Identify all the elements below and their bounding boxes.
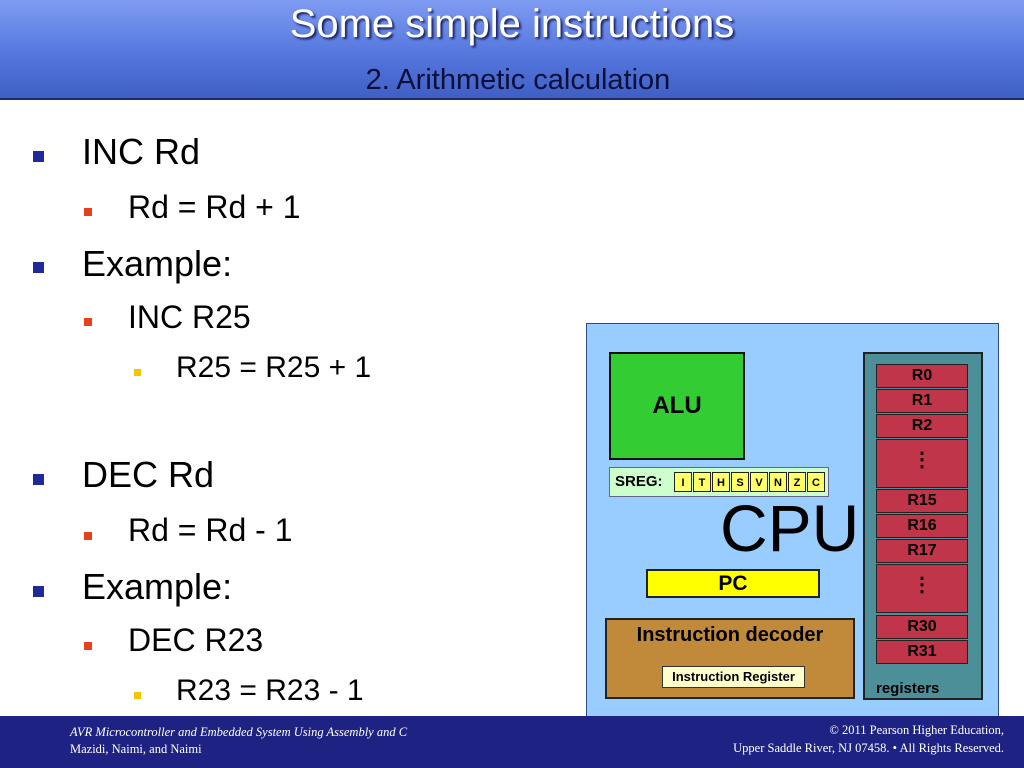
bullet-square-icon	[84, 208, 92, 216]
bullet-square-icon	[134, 692, 141, 699]
register-ellipsis-2: ⋮	[876, 564, 968, 613]
instruction-decoder-label: Instruction decoder	[636, 624, 824, 646]
footer-address: Upper Saddle River, NJ 07458. • All Righ…	[733, 741, 1004, 755]
bullet-example-2: Example:	[82, 566, 233, 607]
bullet-square-icon	[33, 586, 44, 597]
bullet-inc-r25: INC R25	[128, 299, 251, 335]
footer-right: © 2011 Pearson Higher Education, Upper S…	[733, 721, 1004, 757]
bullet-dec-rd: DEC Rd	[82, 454, 215, 495]
register-ellipsis-1: ⋮	[876, 439, 968, 488]
register-r15: R15	[876, 489, 968, 513]
sreg-flag-t: T	[693, 472, 711, 492]
footer-authors: Mazidi, Naimi, and Naimi	[70, 742, 202, 756]
slide-footer	[0, 716, 1024, 768]
bullet-inc-formula: Rd = Rd + 1	[128, 189, 301, 225]
bullet-square-icon	[84, 532, 92, 540]
bullet-square-icon	[84, 642, 92, 650]
bullet-dec-formula: Rd = Rd - 1	[128, 512, 293, 548]
bullet-square-icon	[134, 369, 141, 376]
alu-block: ALU	[609, 352, 745, 460]
register-r30: R30	[876, 615, 968, 639]
register-r1: R1	[876, 389, 968, 413]
bullet-example-1: Example:	[82, 243, 233, 284]
register-r31: R31	[876, 640, 968, 664]
footer-book-title: AVR Microcontroller and Embedded System …	[70, 725, 408, 739]
bullet-inc-r25-formula: R25 = R25 + 1	[176, 351, 372, 384]
sreg-flag-v: V	[750, 472, 768, 492]
bullet-inc-rd: INC Rd	[82, 131, 201, 172]
cpu-label: CPU	[720, 491, 860, 565]
slide-header	[0, 0, 1024, 100]
registers-label: registers	[876, 680, 940, 697]
register-r2: R2	[876, 414, 968, 438]
register-r17: R17	[876, 539, 968, 563]
sreg-flag-c: C	[807, 472, 825, 492]
pc-register: PC	[646, 569, 820, 598]
register-r16: R16	[876, 514, 968, 538]
instruction-register: Instruction Register	[662, 666, 805, 688]
bullet-dec-r23: DEC R23	[128, 622, 264, 658]
sreg-flag-s: S	[731, 472, 749, 492]
sreg-label: SREG:	[615, 473, 663, 490]
slide-title: Some simple instructions	[289, 2, 735, 46]
footer-left: AVR Microcontroller and Embedded System …	[70, 724, 407, 758]
sreg-flag-h: H	[712, 472, 730, 492]
sreg-flag-n: N	[769, 472, 787, 492]
bullet-square-icon	[33, 474, 44, 485]
sreg-flag-z: Z	[788, 472, 806, 492]
bullet-square-icon	[84, 318, 92, 326]
bullet-square-icon	[33, 151, 44, 162]
bullet-dec-r23-formula: R23 = R23 - 1	[176, 674, 364, 707]
register-r0: R0	[876, 364, 968, 388]
slide-subtitle: 2. Arithmetic calculation	[365, 64, 671, 96]
bullet-square-icon	[33, 262, 44, 273]
footer-copyright: © 2011 Pearson Higher Education,	[829, 723, 1004, 737]
sreg-flag-i: I	[674, 472, 692, 492]
